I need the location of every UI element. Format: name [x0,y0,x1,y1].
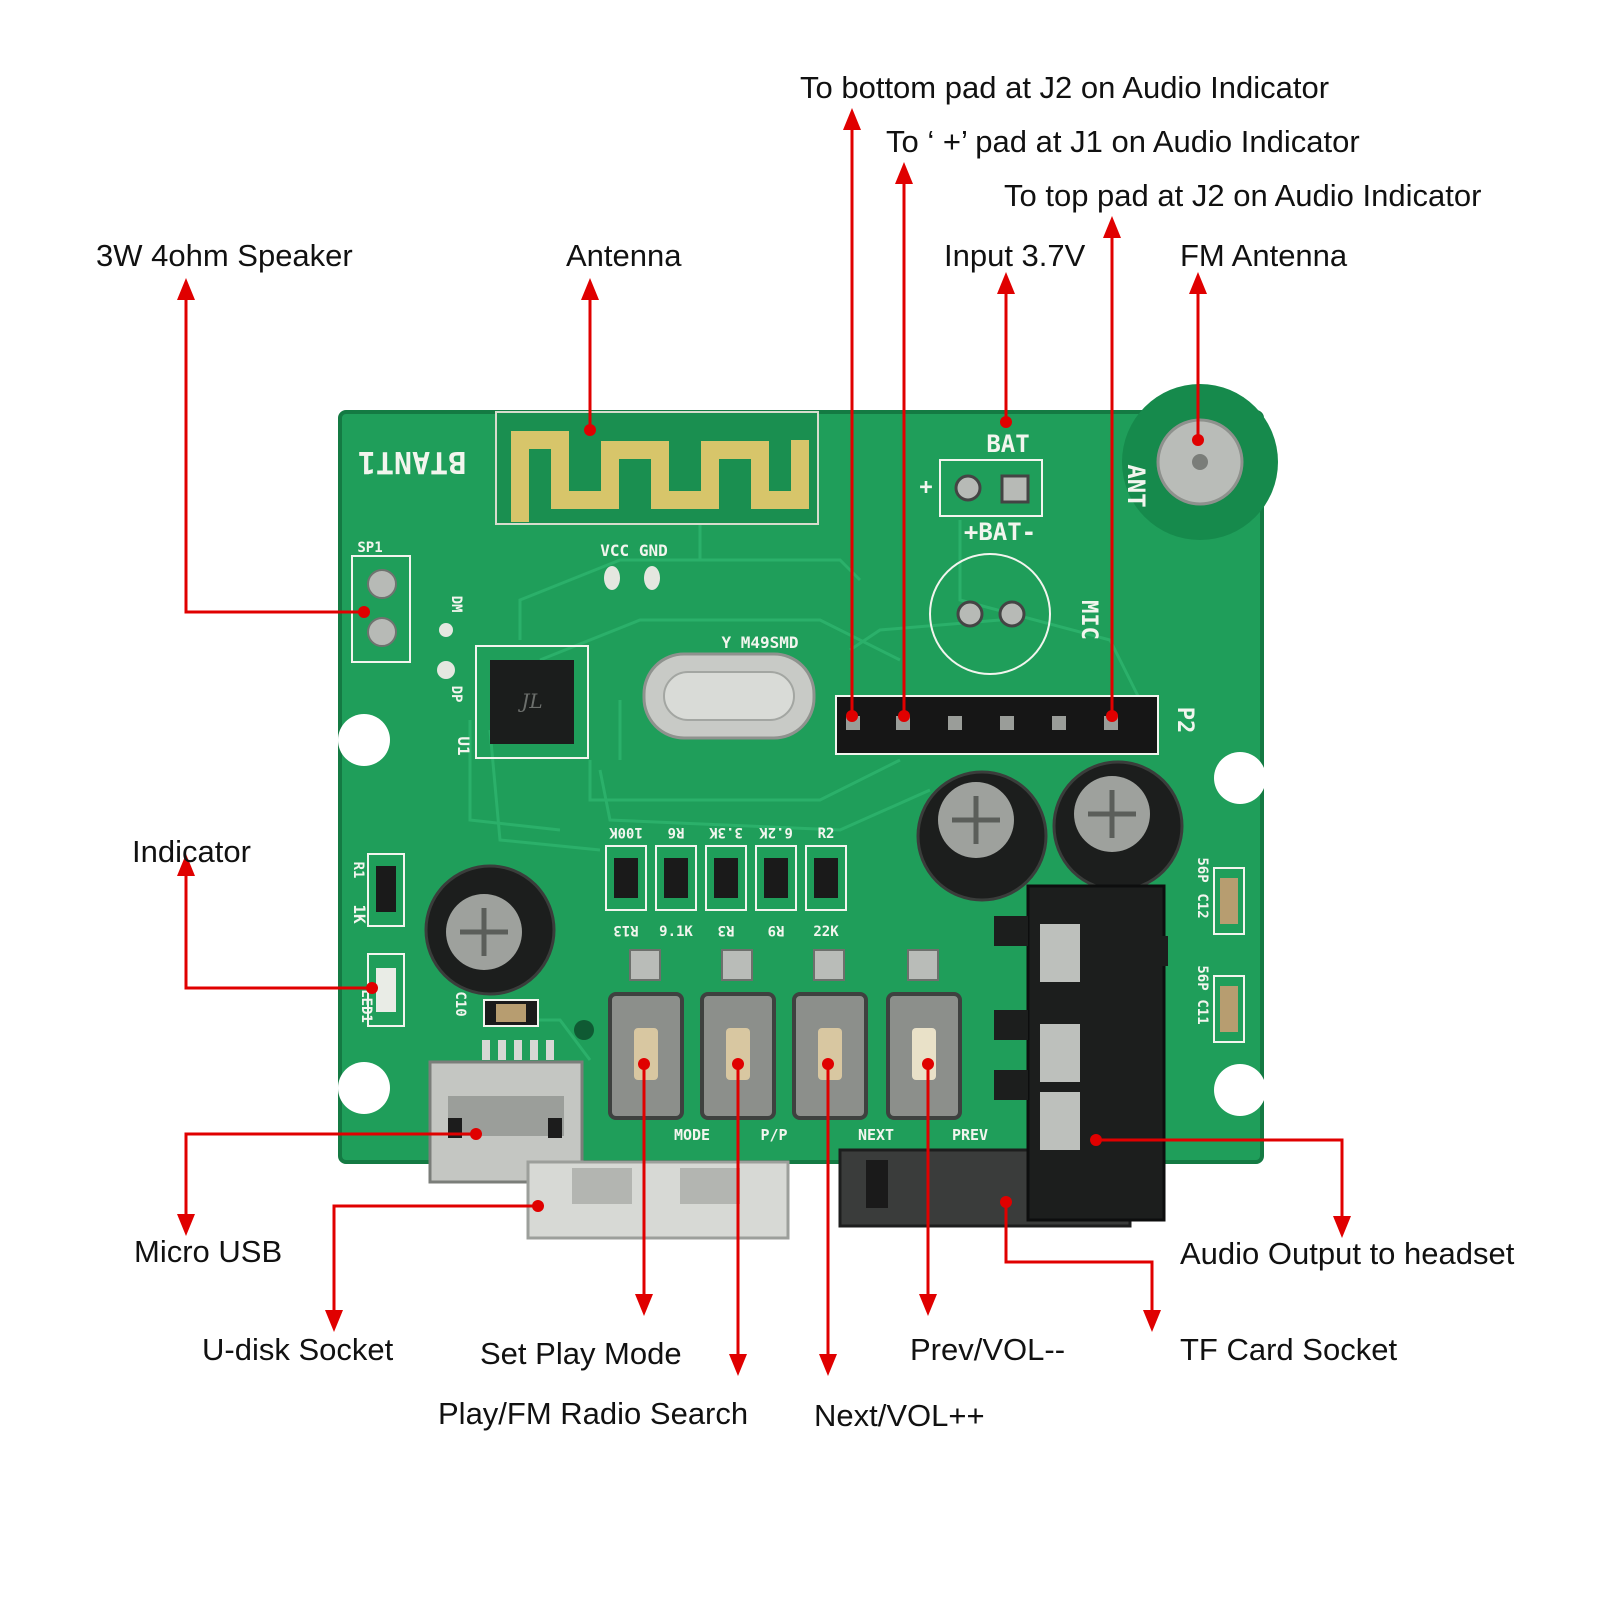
callout-arrowheads [177,108,1351,1376]
silk-btant1: BTANT1 [358,444,466,479]
bat-minus-pad [1000,474,1030,504]
silk-res-value-5: 22K [813,924,839,940]
silk-ant: ANT [1122,464,1150,507]
silkscreen-labels: BTANT1 BAT +BAT- + ANT MIC VCC GND SP1 Y… [350,430,1210,1144]
silk-p2: P2 [1172,707,1197,734]
silk-dp: DP [448,686,464,703]
label-top-pad-j2: To top pad at J2 on Audio Indicator [1004,178,1482,213]
mounting-hole-left-bottom [338,1062,390,1114]
ic-outline [475,645,589,759]
label-micro-usb: Micro USB [134,1234,283,1269]
audio-jack [994,884,1168,1222]
label-prev-vol: Prev/VOL-- [910,1332,1066,1367]
dp-test-pad [437,661,455,679]
gnd-test-pad [644,566,660,590]
silk-pp: P/P [760,1126,787,1144]
silk-c11: C11 [1194,999,1210,1024]
silk-vcc-gnd: VCC GND [600,541,667,560]
label-input-voltage: Input 3.7V [944,238,1086,273]
resistor-row [605,845,847,911]
speaker-pad-2 [367,617,397,647]
silk-prev: PREV [952,1126,988,1144]
pcb-traces [468,520,1142,1061]
silk-bat-pm: +BAT- [964,518,1036,546]
label-fm-antenna: FM Antenna [1180,238,1348,273]
silk-next: NEXT [858,1126,894,1144]
resistor-r1 [376,866,396,912]
usb-a-socket [526,1160,790,1240]
indicator-led [376,968,396,1012]
silk-res-value-4: 6.2K [759,824,793,840]
silk-dm: DM [448,596,464,613]
bt-antenna-trace [511,431,809,522]
silk-res-name-3: R3 [718,922,735,938]
label-tf-card: TF Card Socket [1180,1332,1398,1367]
bat-plus-pad [954,474,982,502]
callout-tf-card [1004,1202,1154,1320]
silk-bat: BAT [986,430,1029,458]
silk-r1: R1 [350,862,366,879]
label-next-vol: Next/VOL++ [814,1398,985,1433]
silk-res-value-3: 3.3K [709,824,743,840]
mounting-hole-right-top [1214,752,1266,804]
callout-audio-output [1096,1138,1344,1226]
label-set-play-mode: Set Play Mode [480,1336,682,1371]
label-audio-output: Audio Output to headset [1180,1236,1515,1271]
callout-micro-usb [184,1132,476,1224]
label-u-disk: U-disk Socket [202,1332,394,1367]
silk-res-value-2: 9.1K [659,924,693,940]
svg-text:JL: JL [517,689,542,713]
dm-test-pad [439,623,453,637]
callout-speaker [184,290,364,614]
silk-res-name-2: R6 [668,824,685,840]
silk-res-name-5: R2 [818,826,835,842]
main-ic-chip [490,660,574,744]
speaker-pad-1 [367,569,397,599]
silk-sp1: SP1 [357,540,382,556]
silk-res-name-1: R13 [613,922,638,938]
silk-crystal: Y M49SMD [721,633,798,652]
label-indicator: Indicator [132,834,251,869]
vcc-test-pad [604,566,620,590]
label-speaker: 3W 4ohm Speaker [96,238,353,273]
silk-1k: 1K [350,904,369,924]
bat-header-outline [939,459,1043,517]
silk-mode: MODE [674,1126,710,1144]
silk-led1: LED1 [358,989,374,1023]
label-play-fm: Play/FM Radio Search [438,1396,749,1431]
label-antenna: Antenna [566,238,682,273]
pcb-board: JL [338,384,1278,1164]
silk-plus: + [919,475,932,500]
mounting-hole-right-bottom [1214,1064,1266,1116]
callout-u-disk [332,1204,538,1320]
silk-56p-1: 56P [1194,857,1210,882]
mounting-hole-left-top [338,714,390,766]
mic-footprint [929,553,1051,675]
callout-indicator [184,866,372,990]
callout-lines [184,120,1344,1364]
silk-res-value-1: 100K [609,824,643,840]
label-plus-pad-j1: To ‘ +’ pad at J1 on Audio Indicator [886,124,1360,159]
silk-c12: C12 [1194,893,1210,918]
silk-56p-2: 56P [1194,965,1210,990]
silk-res-name-4: R9 [768,922,785,938]
silk-u1: U1 [454,736,473,755]
label-bottom-pad-j2: To bottom pad at J2 on Audio Indicator [800,70,1330,105]
silk-c10: C10 [452,991,468,1016]
silk-mic: MIC [1076,600,1101,640]
